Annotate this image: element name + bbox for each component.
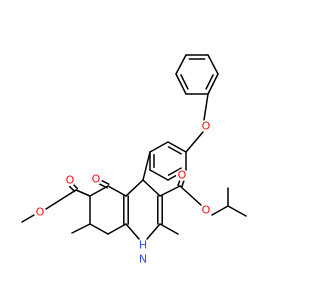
left-ester-carbonyl-oxygen: O — [64, 174, 76, 187]
ester-bond — [159, 185, 181, 197]
right-ester-carbonyl-oxygen-label: O — [178, 169, 187, 182]
ring-bond — [107, 185, 127, 197]
ether-oxygen-label: O — [202, 120, 211, 133]
amine-nitrogen-label: N — [139, 253, 147, 266]
ester-bond — [45, 189, 77, 210]
phenyl-bond — [207, 54, 219, 75]
phenyl-double-bond — [180, 74, 189, 90]
amine-nitrogen: H N — [137, 239, 149, 266]
ether-bond — [203, 93, 209, 121]
phenyl-bond — [175, 73, 187, 95]
ring-bond — [125, 179, 144, 197]
ring-bond — [89, 223, 109, 235]
methoxy-bond — [21, 214, 35, 223]
atom-label-layer: O O O O O O H N — [34, 120, 212, 266]
bond-layer — [21, 54, 247, 240]
aryl-c4-bond — [142, 151, 151, 181]
left-ester-single-oxygen: O — [34, 206, 46, 219]
left-ester-single-oxygen-label: O — [36, 206, 45, 219]
molecule-structure: O O O O O O H N — [21, 54, 247, 266]
ester-carbonyl-bond — [181, 179, 185, 188]
aryl-bond — [167, 141, 187, 153]
methyl-bond — [71, 223, 91, 234]
ring-bond — [89, 185, 109, 197]
aryl-double-bond — [167, 167, 182, 176]
ester-bond — [179, 185, 202, 206]
ring-bond — [125, 223, 140, 240]
ring-bond — [107, 223, 127, 235]
ester-bond — [75, 189, 91, 197]
ring-bond — [146, 223, 161, 240]
ketone-double-bond — [100, 179, 110, 185]
aryl-bond — [149, 141, 169, 153]
aryl-bond — [149, 169, 169, 181]
ether-oxygen: O — [200, 120, 212, 133]
right-ester-carbonyl-oxygen: O — [176, 169, 188, 182]
ketone-double-bond — [98, 183, 108, 189]
phenyl-bond — [207, 73, 219, 95]
phenyl-double-bond — [205, 74, 214, 90]
aryl-double-bond — [167, 146, 182, 155]
ketone-oxygen-label: O — [92, 173, 101, 186]
ester-bond — [211, 205, 229, 216]
left-ester-carbonyl-oxygen-label: O — [66, 174, 75, 187]
ring-bond — [142, 179, 161, 197]
methyl-bond — [159, 223, 179, 235]
ether-bond — [185, 131, 204, 153]
isopropyl-bond — [227, 205, 247, 217]
ketone-oxygen: O — [90, 173, 102, 186]
right-ester-single-oxygen: O — [200, 204, 212, 217]
phenyl-bond — [175, 54, 187, 75]
amine-hydrogen-label: H — [139, 239, 147, 252]
right-ester-single-oxygen-label: O — [202, 204, 211, 217]
